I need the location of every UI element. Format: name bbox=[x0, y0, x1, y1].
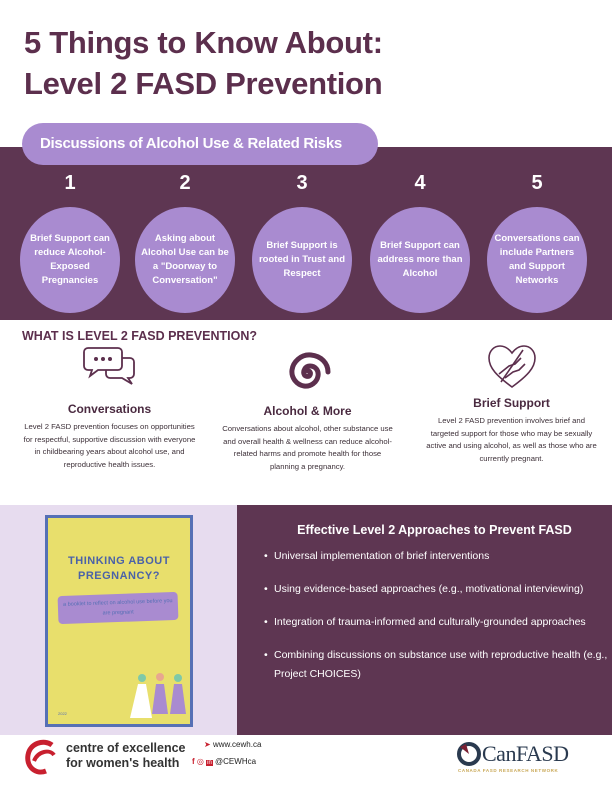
thing-number: 4 bbox=[414, 172, 426, 194]
feature-title: Brief Support bbox=[473, 396, 550, 410]
social-links[interactable]: f ◎ in @CEWHca bbox=[192, 757, 256, 766]
instagram-icon[interactable]: ◎ bbox=[196, 757, 204, 766]
canfasd-logo-icon bbox=[457, 742, 481, 766]
title-line-1: 5 Things to Know About: bbox=[24, 25, 383, 60]
approaches-list: Universal implementation of brief interv… bbox=[264, 547, 612, 684]
list-item: Integration of trauma-informed and cultu… bbox=[264, 613, 612, 632]
discussions-heading: Discussions of Alcohol Use & Related Ris… bbox=[22, 123, 378, 165]
feature-alcohol-more: Alcohol & More Conversations about alcoh… bbox=[220, 344, 395, 473]
list-item: Universal implementation of brief interv… bbox=[264, 547, 612, 566]
approaches-panel: Effective Level 2 Approaches to Prevent … bbox=[237, 505, 612, 735]
facebook-icon[interactable]: f bbox=[192, 757, 195, 766]
feature-text: Level 2 FASD prevention focuses on oppor… bbox=[23, 422, 196, 469]
cewh-logo-icon bbox=[25, 739, 56, 775]
thing-circle: Brief Support can address more than Alco… bbox=[370, 207, 470, 313]
org-name-line-2: for women's health bbox=[66, 756, 180, 770]
thing-circle: Conversations can include Partners and S… bbox=[487, 207, 587, 313]
feature-text: Conversations about alcohol, other subst… bbox=[222, 424, 393, 471]
thing-number: 3 bbox=[296, 172, 308, 194]
thing-number: 1 bbox=[64, 172, 76, 194]
thing-number: 2 bbox=[179, 172, 191, 194]
page-title: 5 Things to Know About: Level 2 FASD Pre… bbox=[24, 22, 383, 104]
feature-conversations: Conversations Level 2 FASD prevention fo… bbox=[22, 344, 197, 471]
title-line-2: Level 2 FASD Prevention bbox=[24, 66, 383, 101]
spiral-icon bbox=[288, 352, 330, 389]
section-heading: WHAT IS LEVEL 2 FASD PREVENTION? bbox=[22, 329, 257, 343]
approaches-heading: Effective Level 2 Approaches to Prevent … bbox=[297, 523, 572, 537]
booklet-subtitle: a booklet to reflect on alcohol use befo… bbox=[57, 591, 179, 625]
booklet-year: 2022 bbox=[58, 711, 67, 716]
linkedin-icon[interactable]: in bbox=[206, 760, 213, 766]
feature-title: Alcohol & More bbox=[263, 404, 352, 418]
list-item: Using evidence-based approaches (e.g., m… bbox=[264, 580, 612, 599]
women-illustration bbox=[130, 673, 186, 718]
feature-text: Level 2 FASD prevention involves brief a… bbox=[426, 416, 597, 463]
cursor-icon: ➤ bbox=[204, 740, 211, 749]
website-text: www.cewh.ca bbox=[212, 740, 262, 749]
feature-brief-support: Brief Support Level 2 FASD prevention in… bbox=[424, 344, 599, 465]
thing-number: 5 bbox=[531, 172, 543, 194]
thing-circle: Brief Support is rooted in Trust and Res… bbox=[252, 207, 352, 313]
chat-bubbles-icon bbox=[82, 347, 135, 385]
social-handle: @CEWHca bbox=[215, 757, 257, 766]
org-name-line-1: centre of excellence bbox=[66, 741, 186, 755]
list-item: Combining discussions on substance use w… bbox=[264, 646, 612, 684]
thing-circle: Asking about Alcohol Use can be a "Doorw… bbox=[135, 207, 235, 313]
partner-logo-text: CanFASD bbox=[482, 741, 569, 766]
website-link[interactable]: ➤ www.cewh.ca bbox=[204, 740, 261, 749]
booklet-title: THINKING ABOUT PREGNANCY? bbox=[68, 555, 170, 582]
thing-circle: Brief Support can reduce Alcohol-Exposed… bbox=[20, 207, 120, 313]
booklet-cover-image: THINKING ABOUT PREGNANCY? a booklet to r… bbox=[45, 515, 193, 727]
partner-tagline: CANADA FASD RESEARCH NETWORK bbox=[458, 768, 559, 773]
feature-title: Conversations bbox=[67, 402, 152, 416]
heart-hands-icon bbox=[487, 345, 536, 388]
footer: centre of excellence for women's health … bbox=[0, 735, 612, 792]
